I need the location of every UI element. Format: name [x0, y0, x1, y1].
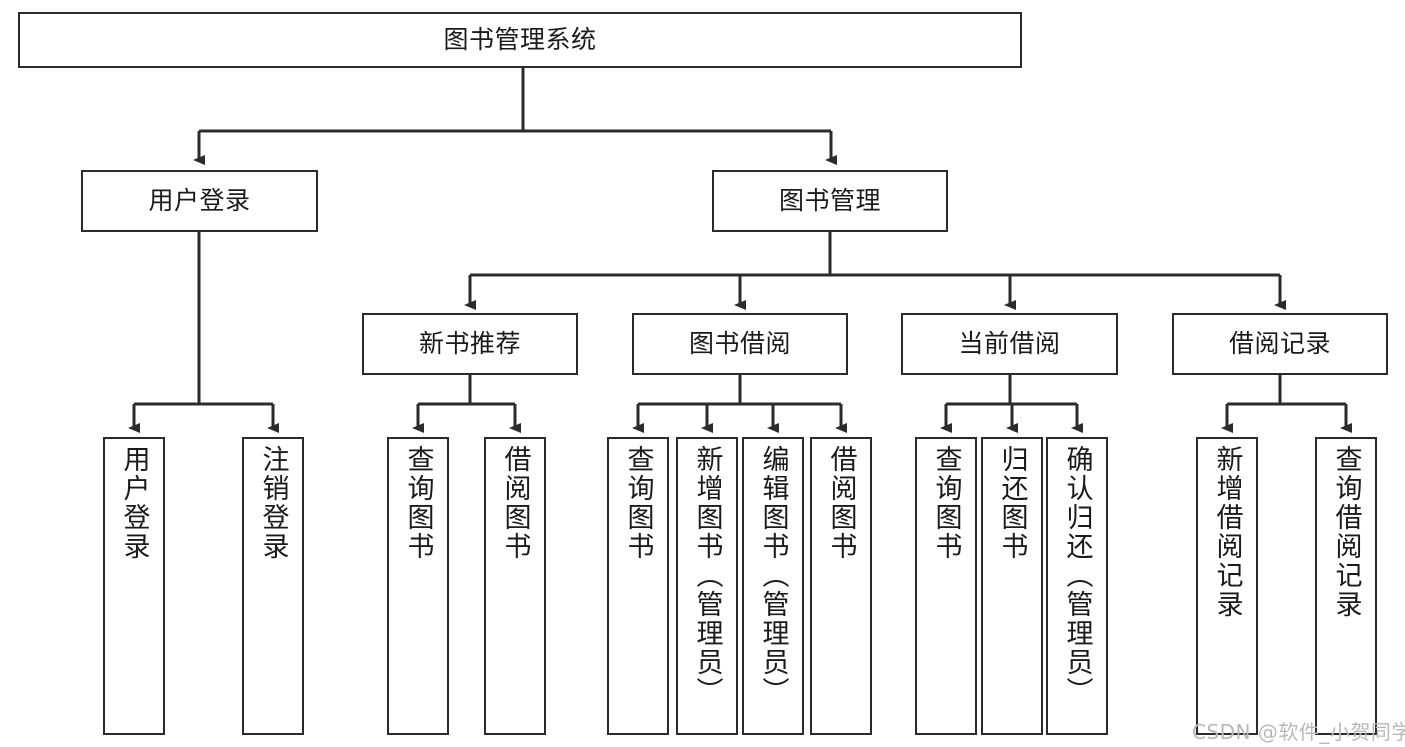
- node-label: 借阅记录: [1228, 328, 1331, 358]
- node-label: 当前借阅: [958, 328, 1061, 358]
- node-label: 图书管理: [778, 185, 881, 215]
- node-leaf-add-record[interactable]: 新增借阅记录: [1196, 437, 1258, 735]
- node-leaf-logout-login[interactable]: 注销登录: [242, 437, 304, 735]
- node-root-system[interactable]: 图书管理系统: [18, 12, 1022, 68]
- node-book-manage[interactable]: 图书管理: [712, 170, 948, 232]
- csdn-watermark: CSDN @软件_小贺同学: [1192, 720, 1405, 744]
- node-label: 注销登录: [257, 445, 289, 561]
- node-label: 借阅图书: [825, 445, 857, 561]
- node-leaf-add-book[interactable]: 新增图书（管理员）: [676, 437, 738, 735]
- node-label: 查询图书: [402, 445, 434, 561]
- node-label: 查询图书: [622, 445, 654, 561]
- node-label: 图书管理系统: [443, 24, 597, 54]
- node-label: 图书借阅: [688, 328, 791, 358]
- node-label: 确认归还（管理员）: [1061, 445, 1093, 706]
- node-user-login[interactable]: 用户登录: [81, 170, 318, 232]
- node-label: 新增图书（管理员）: [691, 445, 723, 706]
- node-new-book-recommend[interactable]: 新书推荐: [362, 313, 578, 375]
- node-label: 用户登录: [118, 445, 150, 561]
- node-leaf-edit-book[interactable]: 编辑图书（管理员）: [742, 437, 804, 735]
- node-label: 借阅图书: [499, 445, 531, 561]
- node-leaf-query-record[interactable]: 查询借阅记录: [1315, 437, 1377, 735]
- node-label: 新书推荐: [418, 328, 521, 358]
- node-leaf-borrow-book-1[interactable]: 借阅图书: [484, 437, 546, 735]
- node-label: 归还图书: [996, 445, 1028, 561]
- node-current-borrow[interactable]: 当前借阅: [901, 313, 1118, 375]
- node-leaf-return-book[interactable]: 归还图书: [981, 437, 1043, 735]
- node-label: 新增借阅记录: [1211, 445, 1243, 619]
- node-leaf-query-book-1[interactable]: 查询图书: [387, 437, 449, 735]
- node-label: 查询图书: [930, 445, 962, 561]
- node-label: 用户登录: [148, 185, 251, 215]
- node-borrow-record[interactable]: 借阅记录: [1172, 313, 1388, 375]
- node-leaf-confirm-return[interactable]: 确认归还（管理员）: [1046, 437, 1108, 735]
- node-leaf-borrow-book-2[interactable]: 借阅图书: [810, 437, 872, 735]
- node-label: 查询借阅记录: [1330, 445, 1362, 619]
- node-leaf-query-book-3[interactable]: 查询图书: [915, 437, 977, 735]
- node-leaf-query-book-2[interactable]: 查询图书: [607, 437, 669, 735]
- node-book-borrow[interactable]: 图书借阅: [632, 313, 848, 375]
- node-leaf-user-login[interactable]: 用户登录: [103, 437, 165, 735]
- node-label: 编辑图书（管理员）: [757, 445, 789, 706]
